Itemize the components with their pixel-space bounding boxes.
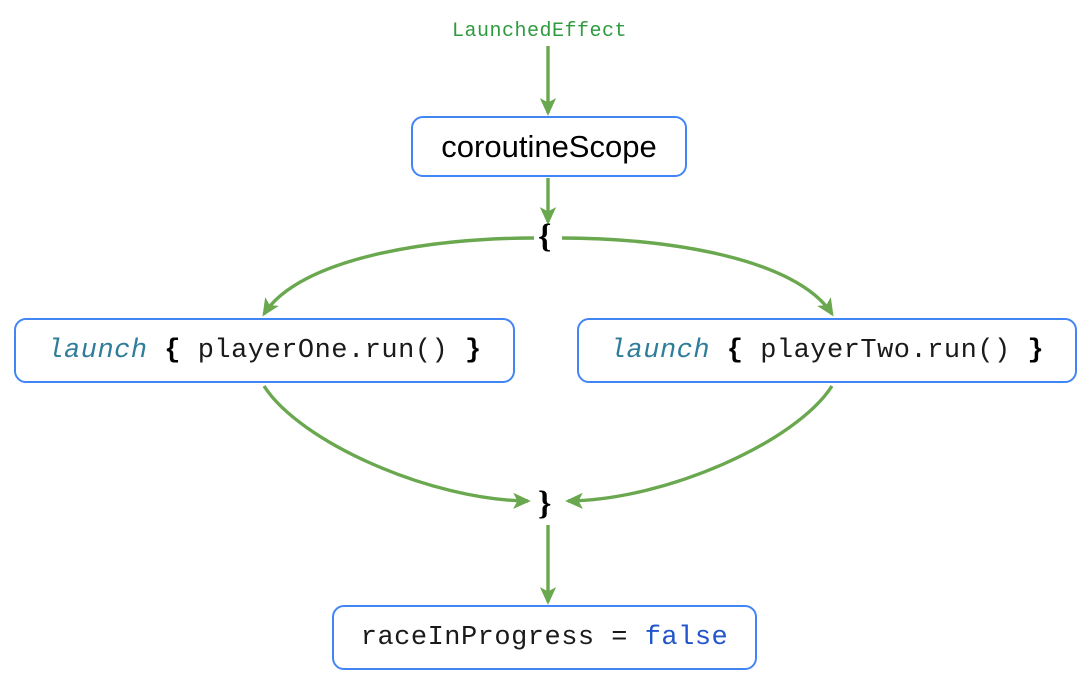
launched-effect-label: LaunchedEffect bbox=[452, 20, 628, 43]
scope-close-brace: } bbox=[538, 485, 552, 522]
edge-player-one-to-close-brace bbox=[262, 385, 531, 509]
node-launch-player-one[interactable]: launch { playerOne.run() } bbox=[14, 318, 515, 383]
launch-close-brace-two: } bbox=[1027, 335, 1045, 366]
launch-keyword-one: launch bbox=[47, 335, 148, 366]
node-launch-player-two[interactable]: launch { playerTwo.run() } bbox=[577, 318, 1077, 383]
launch-close-brace-one: } bbox=[464, 335, 482, 366]
race-assignment-text: raceInProgress = bbox=[360, 622, 645, 653]
launch-open-brace-two: { bbox=[726, 335, 744, 366]
launch-open-brace-one: { bbox=[164, 335, 181, 366]
launch-body-one: playerOne.run() bbox=[197, 335, 449, 366]
launch-body-two: playerTwo.run() bbox=[760, 335, 1011, 366]
edge-player-two-to-close-brace bbox=[565, 385, 834, 509]
node-race-in-progress[interactable]: raceInProgress = false bbox=[332, 605, 757, 670]
edge-open-brace-to-player-two bbox=[561, 236, 834, 317]
edge-open-brace-to-player-one bbox=[262, 236, 535, 317]
race-value-false: false bbox=[644, 622, 729, 653]
node-coroutine-scope[interactable]: coroutineScope bbox=[411, 116, 687, 177]
launch-keyword-two: launch bbox=[609, 335, 711, 366]
scope-open-brace: { bbox=[538, 218, 552, 255]
node-coroutine-scope-label: coroutineScope bbox=[441, 128, 657, 164]
